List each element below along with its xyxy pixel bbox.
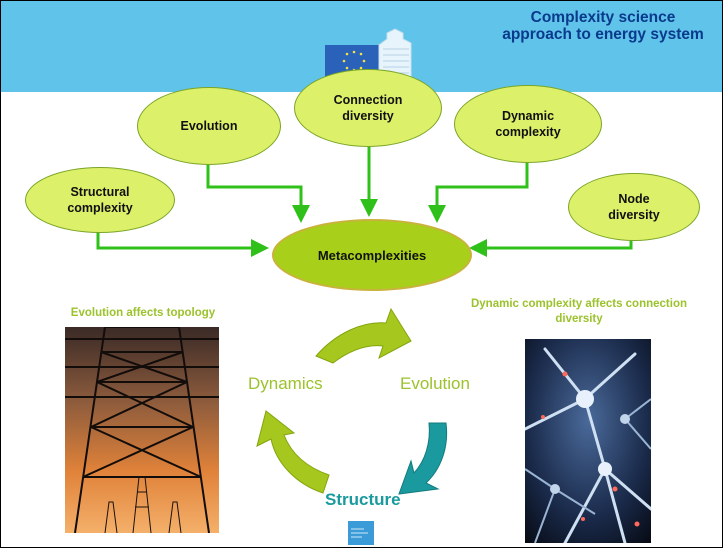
- power-pylons-art: [65, 327, 219, 533]
- neurons-photo: [525, 339, 651, 543]
- arrow-dynamic-to-meta: [428, 159, 529, 223]
- node-structural-complexity-label: Structural complexity: [67, 185, 133, 215]
- node-node-diversity: Node diversity: [568, 173, 700, 241]
- caption-left: Evolution affects topology: [70, 307, 216, 319]
- cycle-arrow-top: [315, 307, 412, 364]
- node-connection-diversity-label: Connection diversity: [333, 93, 403, 123]
- node-node-diversity-label: Node diversity: [608, 192, 660, 222]
- slide-title: Complexity science approach to energy sy…: [502, 9, 704, 43]
- cycle-label-evolution: Evolution: [400, 374, 470, 393]
- node-evolution-label: Evolution: [180, 119, 238, 133]
- neurons-art: [525, 339, 651, 543]
- arrow-node-to-meta: [469, 237, 633, 257]
- node-structural-complexity: Structural complexity: [25, 167, 175, 233]
- node-dynamic-complexity-label: Dynamic complexity: [495, 109, 561, 139]
- node-metacomplexities: Metacomplexities: [272, 219, 472, 291]
- cycle-arrow-right: [398, 422, 448, 495]
- node-dynamic-complexity: Dynamic complexity: [454, 85, 602, 163]
- node-evolution: Evolution: [137, 87, 281, 165]
- node-metacomplexities-label: Metacomplexities: [317, 247, 427, 263]
- jrc-logo-art: [351, 528, 368, 538]
- node-connection-diversity: Connection diversity: [294, 69, 442, 147]
- power-pylons-photo: [65, 327, 219, 533]
- caption-right: Dynamic complexity affects connection di…: [470, 298, 687, 325]
- jrc-logo: [348, 521, 374, 545]
- arrow-structural-to-meta: [96, 229, 269, 257]
- cycle-label-dynamics: Dynamics: [248, 374, 323, 393]
- european-commission-logo: [325, 28, 412, 80]
- cycle-label-structure: Structure: [325, 490, 401, 509]
- cycle-arrow-left: [256, 410, 330, 494]
- arrow-evolution-to-meta: [206, 163, 310, 223]
